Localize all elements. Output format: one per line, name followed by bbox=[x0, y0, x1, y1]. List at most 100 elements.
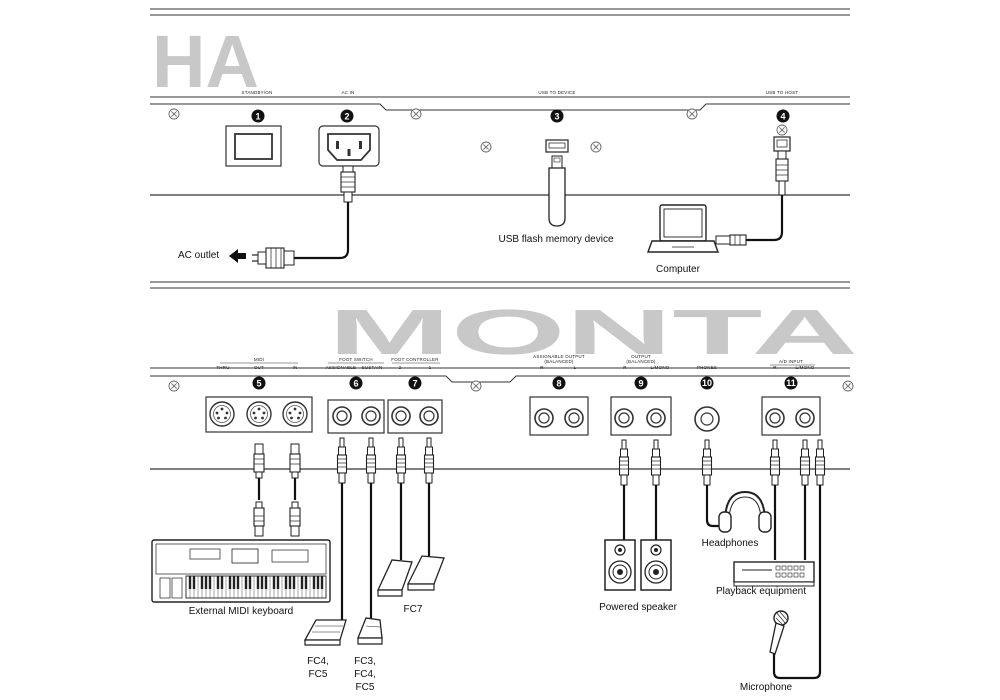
svg-text:9: 9 bbox=[638, 379, 643, 389]
output-cables bbox=[618, 439, 662, 540]
phones-port bbox=[694, 406, 720, 432]
brand-logo-top: HA bbox=[152, 20, 259, 103]
svg-text:ASSIGNABLE: ASSIGNABLE bbox=[326, 365, 357, 370]
standby-switch[interactable] bbox=[225, 125, 282, 167]
label-powered-speaker: Powered speaker bbox=[599, 602, 677, 613]
label-fc345-c: FC5 bbox=[356, 682, 375, 693]
badge-9: 9 bbox=[634, 376, 648, 390]
usb-flash-drive bbox=[548, 155, 566, 227]
top-panel: HA S bbox=[150, 8, 850, 275]
ad-input-ports bbox=[761, 396, 821, 436]
svg-text:1: 1 bbox=[429, 365, 432, 370]
ac-inlet bbox=[318, 125, 380, 167]
assignable-output-ports bbox=[529, 396, 589, 436]
svg-text:IN: IN bbox=[293, 365, 298, 370]
badge-10: 10 bbox=[700, 376, 714, 390]
external-midi-keyboard bbox=[151, 539, 331, 603]
label-usb-flash: USB flash memory device bbox=[498, 234, 613, 245]
svg-text:A/D INPUT: A/D INPUT bbox=[779, 359, 803, 364]
svg-text:L/MONO: L/MONO bbox=[796, 365, 815, 370]
footswitch-cables bbox=[336, 437, 377, 620]
phones-cable bbox=[701, 439, 723, 528]
midi-in-port bbox=[282, 401, 308, 427]
output-ports bbox=[610, 396, 672, 436]
svg-text:FOOT CONTROLLER: FOOT CONTROLLER bbox=[391, 357, 439, 362]
badge-3: 3 bbox=[550, 109, 564, 123]
svg-text:6: 6 bbox=[353, 379, 358, 389]
label-external-midi-keyboard: External MIDI keyboard bbox=[189, 606, 294, 617]
svg-text:5: 5 bbox=[256, 379, 261, 389]
midi-out-port bbox=[246, 401, 272, 427]
midi-cables bbox=[253, 443, 301, 537]
svg-text:1: 1 bbox=[255, 112, 260, 122]
midi-ports bbox=[205, 396, 313, 433]
label-phones: PHONES bbox=[697, 365, 717, 370]
footcontroller-ports bbox=[387, 399, 443, 434]
svg-text:7: 7 bbox=[412, 379, 417, 389]
label-headphones: Headphones bbox=[702, 538, 759, 549]
usb-to-device-port bbox=[545, 139, 569, 153]
svg-text:(BALANCED): (BALANCED) bbox=[626, 359, 656, 364]
svg-text:2: 2 bbox=[344, 112, 349, 122]
badge-11: 11 bbox=[784, 376, 798, 390]
label-acin: AC IN bbox=[341, 90, 354, 95]
arrow-left-icon bbox=[229, 249, 246, 263]
svg-text:3: 3 bbox=[554, 112, 559, 122]
svg-text:4: 4 bbox=[780, 112, 785, 122]
svg-text:FOOT SWITCH: FOOT SWITCH bbox=[339, 357, 373, 362]
label-fc45-a: FC4, bbox=[307, 656, 329, 667]
svg-text:10: 10 bbox=[702, 378, 712, 388]
fc7-pedals bbox=[376, 555, 445, 597]
output-label-group: OUTPUT (BALANCED) R L/MONO bbox=[623, 354, 670, 370]
footcontroller-label-group: FOOT CONTROLLER 2 1 bbox=[391, 357, 440, 370]
midi-thru-port bbox=[209, 401, 235, 427]
usb-to-host-port bbox=[773, 124, 791, 152]
badge-7: 7 bbox=[408, 376, 422, 390]
label-usb-host: USB TO HOST bbox=[766, 90, 799, 95]
svg-text:ASSIGNABLE OUTPUT: ASSIGNABLE OUTPUT bbox=[533, 354, 585, 359]
usb-host-cable bbox=[715, 150, 789, 246]
fc45-pedal bbox=[303, 619, 347, 646]
label-ac-outlet: AC outlet bbox=[178, 250, 219, 261]
ac-power-cable bbox=[229, 165, 356, 269]
footcontroller-cables bbox=[395, 437, 435, 560]
bottom-panel: MONTA MIDI THRU OUT IN FOOT SWITCH ASSIG… bbox=[150, 281, 858, 693]
label-microphone: Microphone bbox=[740, 682, 793, 693]
svg-text:L: L bbox=[574, 365, 577, 370]
ad-input-cables bbox=[769, 439, 826, 680]
svg-text:8: 8 bbox=[556, 379, 561, 389]
footswitch-ports bbox=[327, 399, 385, 434]
microphone bbox=[769, 610, 789, 655]
badge-5: 5 bbox=[252, 376, 266, 390]
svg-text:OUT: OUT bbox=[254, 365, 264, 370]
svg-text:OUTPUT: OUTPUT bbox=[631, 354, 651, 359]
svg-text:R: R bbox=[623, 365, 627, 370]
midi-label-group: MIDI THRU OUT IN bbox=[216, 357, 298, 370]
badge-4: 4 bbox=[776, 109, 790, 123]
assignable-output-label-group: ASSIGNABLE OUTPUT (BALANCED) R L bbox=[533, 354, 585, 370]
footswitch-label-group: FOOT SWITCH ASSIGNABLE SUSTAIN bbox=[326, 357, 384, 370]
badge-8: 8 bbox=[552, 376, 566, 390]
powered-speakers bbox=[604, 539, 672, 591]
label-fc7: FC7 bbox=[404, 604, 423, 615]
label-fc345-a: FC3, bbox=[354, 656, 376, 667]
svg-text:L/MONO: L/MONO bbox=[651, 365, 670, 370]
badge-6: 6 bbox=[349, 376, 363, 390]
playback-equipment bbox=[733, 561, 815, 587]
label-usb-device: USB TO DEVICE bbox=[538, 90, 575, 95]
label-fc45-b: FC5 bbox=[309, 669, 328, 680]
svg-text:SUSTAIN: SUSTAIN bbox=[362, 365, 383, 370]
bottom-screws bbox=[168, 380, 854, 392]
label-fc345-b: FC4, bbox=[354, 669, 376, 680]
fc345-pedal bbox=[357, 617, 383, 645]
svg-text:MIDI: MIDI bbox=[254, 357, 264, 362]
svg-text:R: R bbox=[540, 365, 544, 370]
badge-2: 2 bbox=[340, 109, 354, 123]
label-computer: Computer bbox=[656, 264, 701, 275]
label-standby: STANDBY/ON bbox=[242, 90, 273, 95]
svg-text:THRU: THRU bbox=[216, 365, 229, 370]
badge-1: 1 bbox=[251, 109, 265, 123]
svg-text:11: 11 bbox=[786, 378, 796, 388]
headphones bbox=[718, 490, 772, 533]
